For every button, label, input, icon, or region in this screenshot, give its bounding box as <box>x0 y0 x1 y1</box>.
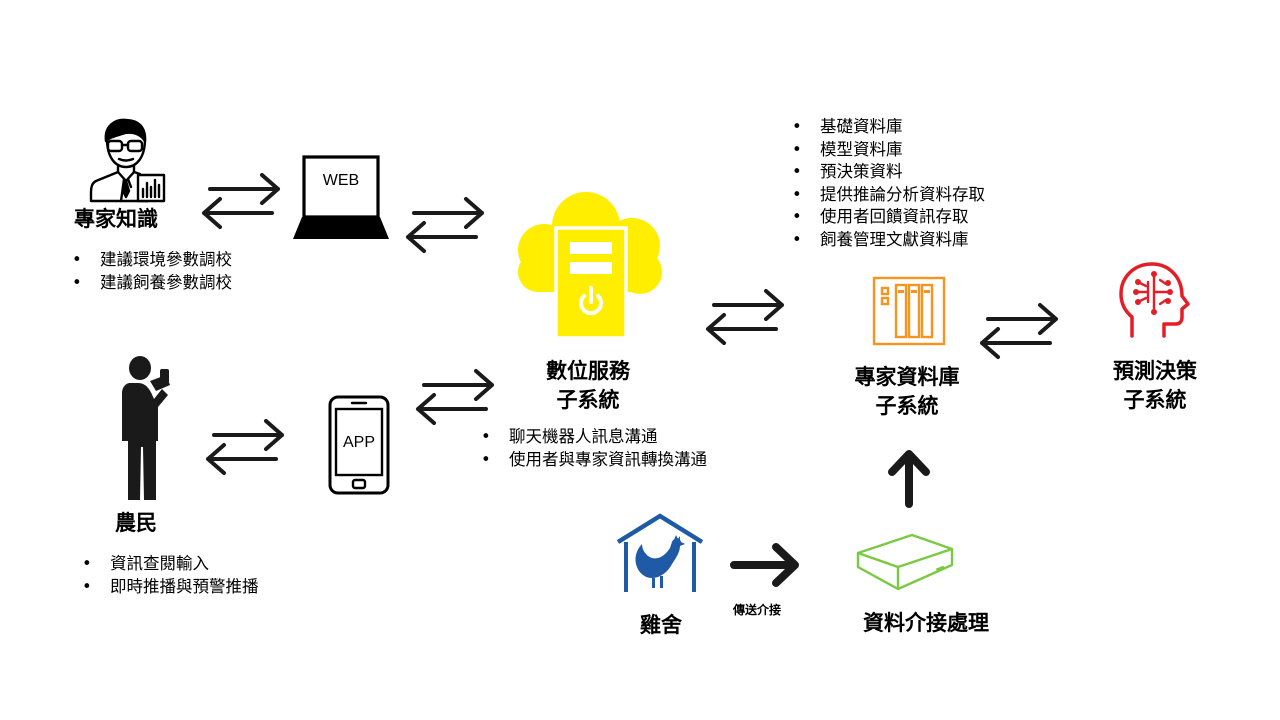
expert-db-bullet-list: 基礎資料庫 模型資料庫 預決策資料 提供推論分析資料存取 使用者回饋資訊存取 飼… <box>792 116 985 251</box>
list-item: 飼養管理文獻資料庫 <box>792 229 985 252</box>
digital-service-bullet-list: 聊天機器人訊息溝通 使用者與專家資訊轉換溝通 <box>481 426 707 471</box>
list-item: 使用者與專家資訊轉換溝通 <box>481 449 707 472</box>
bidirectional-arrow-icon <box>706 289 784 345</box>
farmer-label: 農民 <box>115 511 157 535</box>
interface-label: 資料介接處理 <box>863 611 989 635</box>
list-item: 資訊查閱輸入 <box>82 553 259 576</box>
list-item: 提供推論分析資料存取 <box>792 184 985 207</box>
expert-db-label-line1: 專家資料庫 <box>854 365 960 389</box>
laptop-icon <box>293 155 389 239</box>
web-label: WEB <box>322 172 360 189</box>
transfer-label: 傳送介接 <box>733 603 782 617</box>
farmer-bullet-list: 資訊查閱輸入 即時推播與預警推播 <box>82 553 259 598</box>
expert-label: 專家知識 <box>74 207 158 231</box>
prediction-title: 預測決策 子系統 <box>1100 357 1210 415</box>
prediction-label-line2: 子系統 <box>1123 388 1187 412</box>
digital-service-label-line1: 數位服務 <box>546 359 630 383</box>
expert-db-label-line2: 子系統 <box>875 394 939 418</box>
bidirectional-arrow-icon <box>206 419 284 475</box>
digital-service-label-line2: 子系統 <box>556 388 620 412</box>
bidirectional-arrow-icon <box>406 197 484 253</box>
list-item: 建議環境參數調校 <box>72 249 232 272</box>
list-item: 聊天機器人訊息溝通 <box>481 426 707 449</box>
bidirectional-arrow-icon <box>416 369 494 425</box>
bidirectional-arrow-icon <box>202 173 280 229</box>
expert-person-icon <box>89 118 166 203</box>
cloud-server-icon <box>518 192 662 340</box>
expert-db-title: 專家資料庫 子系統 <box>842 363 972 421</box>
coop-label: 雞舍 <box>640 613 682 637</box>
list-item: 基礎資料庫 <box>792 116 985 139</box>
smartphone-icon <box>328 395 390 495</box>
app-label: APP <box>342 434 375 451</box>
list-item: 建議飼養參數調校 <box>72 272 232 295</box>
ai-brain-head-icon <box>1119 262 1190 338</box>
list-item: 模型資料庫 <box>792 139 985 162</box>
list-item: 使用者回饋資訊存取 <box>792 206 985 229</box>
list-item: 預決策資料 <box>792 161 985 184</box>
digital-service-title: 數位服務 子系統 <box>540 357 636 415</box>
storage-server-icon <box>872 276 946 346</box>
arrow-up-icon <box>888 450 930 508</box>
bidirectional-arrow-icon <box>980 303 1058 359</box>
expert-bullet-list: 建議環境參數調校 建議飼養參數調校 <box>72 249 232 294</box>
farmer-person-icon <box>122 356 170 500</box>
arrow-right-icon <box>730 543 799 587</box>
prediction-label-line1: 預測決策 <box>1113 359 1197 383</box>
interface-device-icon <box>856 533 954 591</box>
list-item: 即時推播與預警推播 <box>82 576 259 599</box>
chicken-coop-icon <box>616 513 704 592</box>
